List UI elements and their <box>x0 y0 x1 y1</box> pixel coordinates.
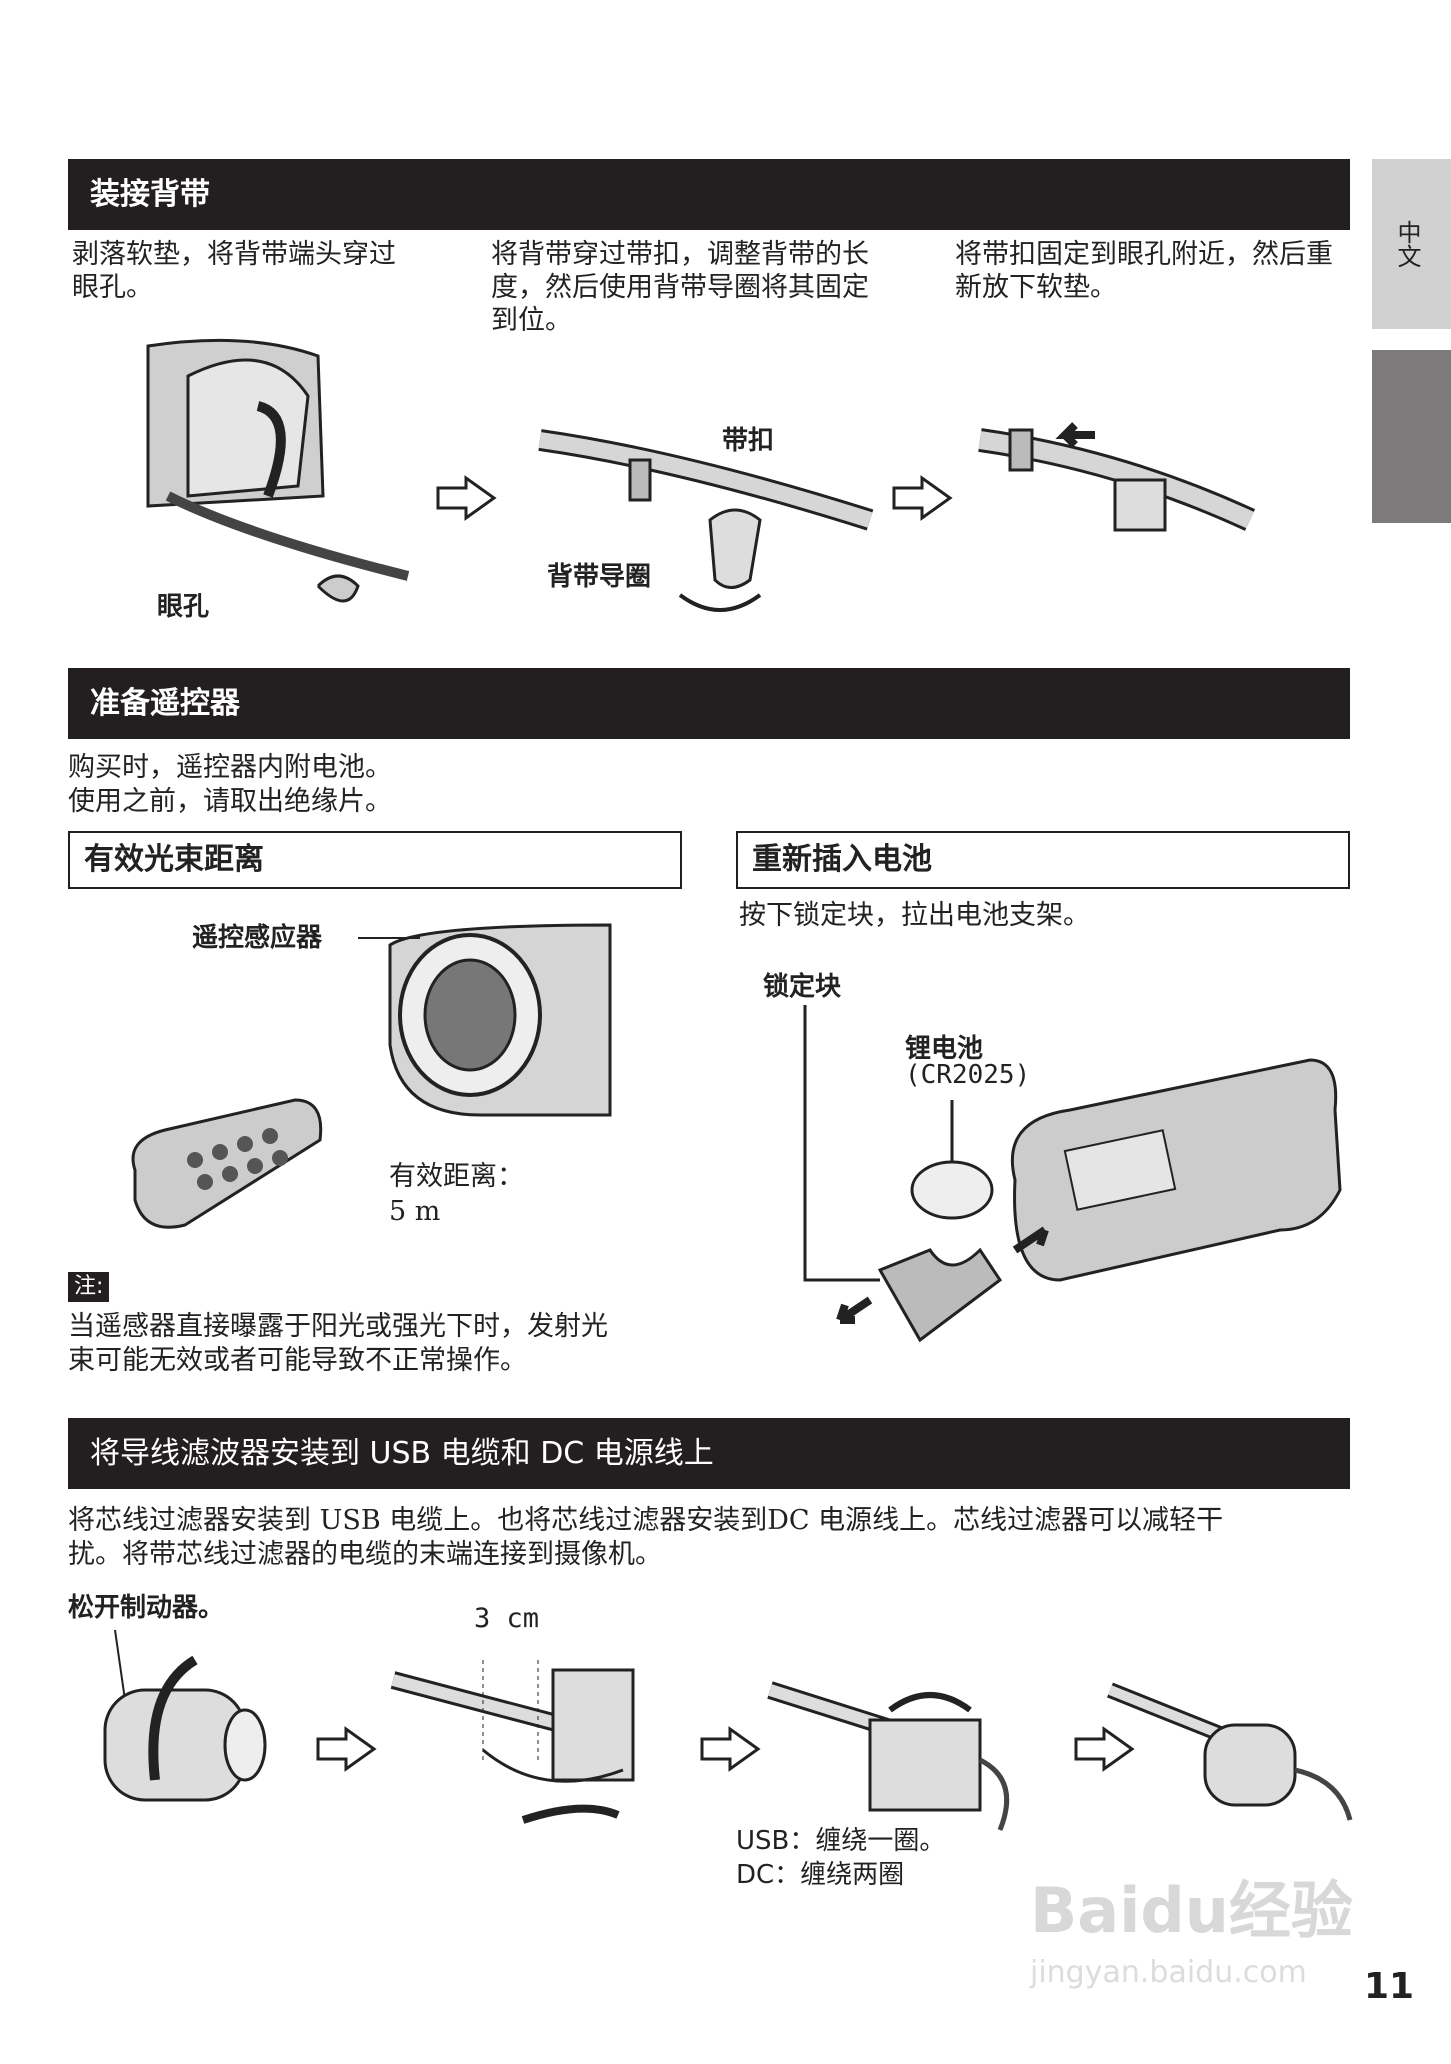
note-badge: 注: <box>68 1272 110 1302</box>
section-header-remote: 准备遥控器 <box>68 668 1350 739</box>
filter-illustration-4 <box>1107 1682 1353 1821</box>
lock-label: 锁定块 <box>763 972 842 1002</box>
baidu-watermark-logo: Baidu经验 <box>1030 1874 1353 1947</box>
strap-step-1: 剥落软垫，将背带端头穿过眼孔。 <box>72 239 396 303</box>
range-box-title: 有效光束距离 <box>68 831 682 889</box>
baidu-watermark-url: jingyan.baidu.com <box>1030 1955 1307 1990</box>
note-text-2: 束可能无效或者可能导致不正常操作。 <box>68 1345 527 1376</box>
strap-step-3: 将带扣固定到眼孔附近，然后重新放下软垫。 <box>955 239 1333 303</box>
strap-illustration-3 <box>978 422 1256 532</box>
note-text-1: 当遥感器直接曝露于阳光或强光下时，发射光 <box>68 1311 608 1342</box>
next-arrow-icon <box>892 475 953 521</box>
usb-note: USB：缠绕一圈。 <box>736 1826 946 1856</box>
strap-step-2: 将背带穿过带扣，调整背带的长度，然后使用背带导圈将其固定到位。 <box>491 239 869 336</box>
next-arrow-icon <box>316 1726 377 1772</box>
remote-intro-2: 使用之前，请取出绝缘片。 <box>68 786 392 817</box>
filter-illustration-2 <box>390 1660 635 1824</box>
next-arrow-icon <box>700 1726 761 1772</box>
battery-label: 锂电池 <box>905 1034 984 1064</box>
section-header-core-filter: 将导线滤波器安装到 USB 电缆和 DC 电源线上 <box>68 1418 1350 1489</box>
remote-intro-1: 购买时，遥控器内附电池。 <box>68 752 392 783</box>
dimension-label: 3 cm <box>474 1603 540 1634</box>
filter-illustration-1 <box>103 1629 267 1802</box>
language-tab-label: 中文 <box>1393 220 1421 268</box>
section-header-strap: 装接背带 <box>68 159 1350 230</box>
language-tab <box>1372 159 1451 329</box>
section-tab <box>1372 350 1451 523</box>
next-arrow-icon <box>1074 1726 1135 1772</box>
strap-illustration-1 <box>146 338 410 603</box>
filter-illustration-3 <box>767 1681 1010 1831</box>
filter-paragraph-2: 扰。将带芯线过滤器的电缆的末端连接到摄像机。 <box>68 1539 662 1570</box>
next-arrow-icon <box>436 475 497 521</box>
page-number: 11 <box>1364 1966 1415 2007</box>
strap-guide-label: 背带导圈 <box>547 562 652 592</box>
dc-note: DC：缠绕两圈 <box>736 1860 905 1890</box>
sensor-label: 遥控感应器 <box>192 923 323 953</box>
distance-label: 有效距离： <box>389 1161 524 1192</box>
release-label: 松开制动器。 <box>68 1593 225 1623</box>
buckle-label: 带扣 <box>722 426 775 456</box>
battery-illustration <box>803 1005 1342 1343</box>
eyelet-label: 眼孔 <box>157 592 210 622</box>
camcorder-illustration <box>358 923 612 1117</box>
battery-box-title: 重新插入电池 <box>736 831 1350 889</box>
filter-paragraph-1: 将芯线过滤器安装到 USB 电缆上。也将芯线过滤器安装到DC 电源线上。芯线过滤… <box>68 1505 1224 1536</box>
remote-illustration <box>131 1098 323 1229</box>
battery-instruction: 按下锁定块，拉出电池支架。 <box>739 900 1090 931</box>
distance-value: 5 m <box>389 1196 441 1227</box>
strap-illustration-2 <box>538 429 874 612</box>
battery-model: (CR2025) <box>905 1060 1031 1090</box>
